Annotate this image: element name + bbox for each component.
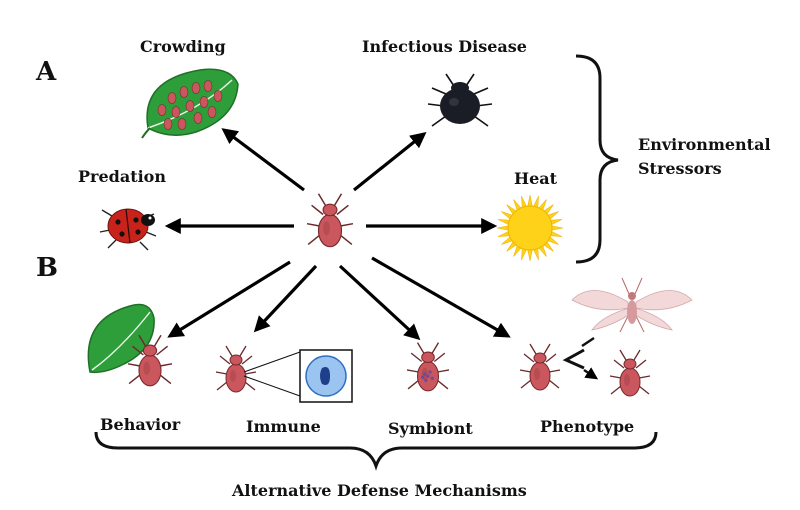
- panel-label-b: B: [36, 253, 58, 283]
- ladybug-icon: [99, 208, 157, 251]
- label-crowding: Crowding: [140, 37, 226, 56]
- label-heat: Heat: [514, 169, 558, 188]
- symbiont-aphid-icon: [406, 341, 450, 392]
- leaf-with-aphids-icon: [141, 68, 239, 139]
- infected-aphid-icon: [427, 73, 493, 127]
- environmental-stressors-bracket: [575, 54, 619, 264]
- aphid-on-leaf-icon: [87, 303, 173, 387]
- arrow-to-phenotype: [371, 256, 511, 338]
- label-immune: Immune: [246, 417, 321, 436]
- label-environmental: Environmental: [638, 135, 771, 154]
- label-behavior: Behavior: [100, 415, 181, 434]
- label-predation: Predation: [78, 167, 166, 186]
- arrow-to-immune: [253, 264, 318, 333]
- aphid-icon: [306, 193, 354, 248]
- label-alternative-defense-mechanisms: Alternative Defense Mechanisms: [231, 481, 527, 500]
- arrow-to-symbiont: [338, 264, 421, 341]
- label-infectious-disease: Infectious Disease: [362, 37, 527, 56]
- label-stressors: Stressors: [638, 159, 722, 178]
- immune-cell-icon: [215, 345, 353, 403]
- defense-mechanisms-brace: [94, 431, 658, 471]
- winged-aphid-icon: [519, 277, 693, 397]
- arrow-to-infectious-disease: [353, 132, 427, 192]
- arrow-to-crowding: [221, 128, 305, 192]
- panel-label-a: A: [35, 57, 57, 87]
- sun-icon: [496, 194, 564, 262]
- label-phenotype: Phenotype: [540, 417, 634, 436]
- arrow-to-behavior: [167, 260, 291, 338]
- label-symbiont: Symbiont: [388, 419, 473, 438]
